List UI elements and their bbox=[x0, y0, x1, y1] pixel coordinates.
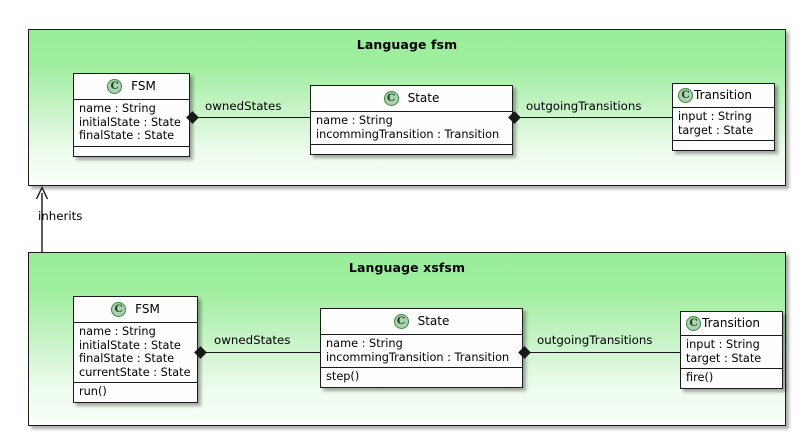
attribute-row: finalState : State bbox=[79, 129, 175, 143]
class-icon: C bbox=[678, 87, 693, 103]
attribute-row: incommingTransition : Transition bbox=[316, 127, 500, 141]
attribute-row: initialState : State bbox=[79, 115, 181, 129]
operation-row: run() bbox=[79, 385, 107, 399]
class-name-label: State bbox=[407, 91, 440, 105]
association-label-fsm-outgoing-transitions: outgoingTransitions bbox=[526, 99, 642, 113]
class-attributes-fsm-fsm: name : String initialState : State final… bbox=[74, 100, 189, 147]
class-operations-fsm-state bbox=[311, 145, 512, 155]
class-attributes-xsfsm-transition: input : String target : State bbox=[681, 336, 782, 370]
class-box-xsfsm-state[interactable]: C State name : String incommingTransitio… bbox=[320, 308, 523, 388]
class-header-xsfsm-fsm: C FSM bbox=[74, 297, 197, 323]
attribute-row: initialState : State bbox=[79, 338, 181, 352]
class-header-fsm-fsm: C FSM bbox=[74, 74, 189, 100]
class-header-fsm-transition: C Transition bbox=[673, 84, 774, 108]
attribute-row: input : String bbox=[686, 338, 760, 351]
association-label-fsm-owned-states: ownedStates bbox=[205, 99, 282, 113]
class-header-xsfsm-transition: C Transition bbox=[681, 312, 782, 336]
association-line-xsfsm-outgoing-transitions bbox=[523, 352, 680, 354]
association-line-fsm-outgoing-transitions bbox=[513, 117, 672, 119]
attribute-row: input : String bbox=[678, 110, 752, 123]
association-line-xsfsm-owned-states bbox=[198, 352, 320, 354]
class-box-xsfsm-fsm[interactable]: C FSM name : String initialState : State… bbox=[73, 296, 198, 403]
class-operations-xsfsm-state: step() bbox=[321, 368, 522, 387]
attribute-row: target : State bbox=[686, 351, 762, 365]
attribute-row: finalState : State bbox=[79, 352, 175, 366]
operation-row: step() bbox=[326, 370, 360, 384]
class-icon: C bbox=[383, 90, 399, 106]
association-line-fsm-owned-states bbox=[190, 117, 310, 119]
class-name-label: State bbox=[417, 314, 450, 328]
package-title-xsfsm: Language xsfsm bbox=[348, 260, 466, 275]
class-attributes-xsfsm-state: name : String incommingTransition : Tran… bbox=[321, 335, 522, 369]
operation-row: fire() bbox=[686, 371, 714, 385]
class-operations-fsm-fsm bbox=[74, 146, 189, 156]
class-box-fsm-fsm[interactable]: C FSM name : String initialState : State… bbox=[73, 73, 190, 157]
class-icon: C bbox=[393, 313, 409, 329]
attribute-row: name : String bbox=[326, 337, 403, 350]
class-header-xsfsm-state: C State bbox=[321, 309, 522, 335]
class-box-fsm-transition[interactable]: C Transition input : String target : Sta… bbox=[672, 83, 775, 152]
class-name-label: Transition bbox=[694, 88, 753, 102]
class-name-label: FSM bbox=[135, 302, 160, 316]
class-header-fsm-state: C State bbox=[311, 86, 512, 112]
association-label-xsfsm-owned-states: ownedStates bbox=[214, 333, 291, 347]
class-box-xsfsm-transition[interactable]: C Transition input : String target : Sta… bbox=[680, 311, 783, 389]
class-attributes-xsfsm-fsm: name : String initialState : State final… bbox=[74, 323, 197, 384]
attribute-row: currentState : State bbox=[79, 365, 191, 379]
class-operations-fsm-transition bbox=[673, 141, 774, 151]
class-operations-xsfsm-fsm: run() bbox=[74, 383, 197, 402]
attribute-row: name : String bbox=[79, 325, 156, 338]
association-label-xsfsm-outgoing-transitions: outgoingTransitions bbox=[537, 333, 653, 347]
attribute-row: name : String bbox=[79, 102, 156, 115]
class-name-label: Transition bbox=[702, 316, 761, 330]
inherits-label: inherits bbox=[38, 209, 83, 223]
class-operations-xsfsm-transition: fire() bbox=[681, 369, 782, 388]
package-title-fsm: Language fsm bbox=[356, 37, 458, 52]
class-attributes-fsm-transition: input : String target : State bbox=[673, 108, 774, 142]
class-box-fsm-state[interactable]: C State name : String incommingTransitio… bbox=[310, 85, 513, 156]
class-icon: C bbox=[686, 315, 701, 331]
attribute-row: target : State bbox=[678, 123, 754, 137]
inherits-arrowhead-icon bbox=[35, 185, 49, 200]
attribute-row: name : String bbox=[316, 114, 393, 127]
class-name-label: FSM bbox=[131, 79, 156, 93]
class-attributes-fsm-state: name : String incommingTransition : Tran… bbox=[311, 112, 512, 146]
class-icon: C bbox=[111, 301, 127, 317]
attribute-row: incommingTransition : Transition bbox=[326, 350, 510, 364]
class-icon: C bbox=[107, 78, 123, 94]
